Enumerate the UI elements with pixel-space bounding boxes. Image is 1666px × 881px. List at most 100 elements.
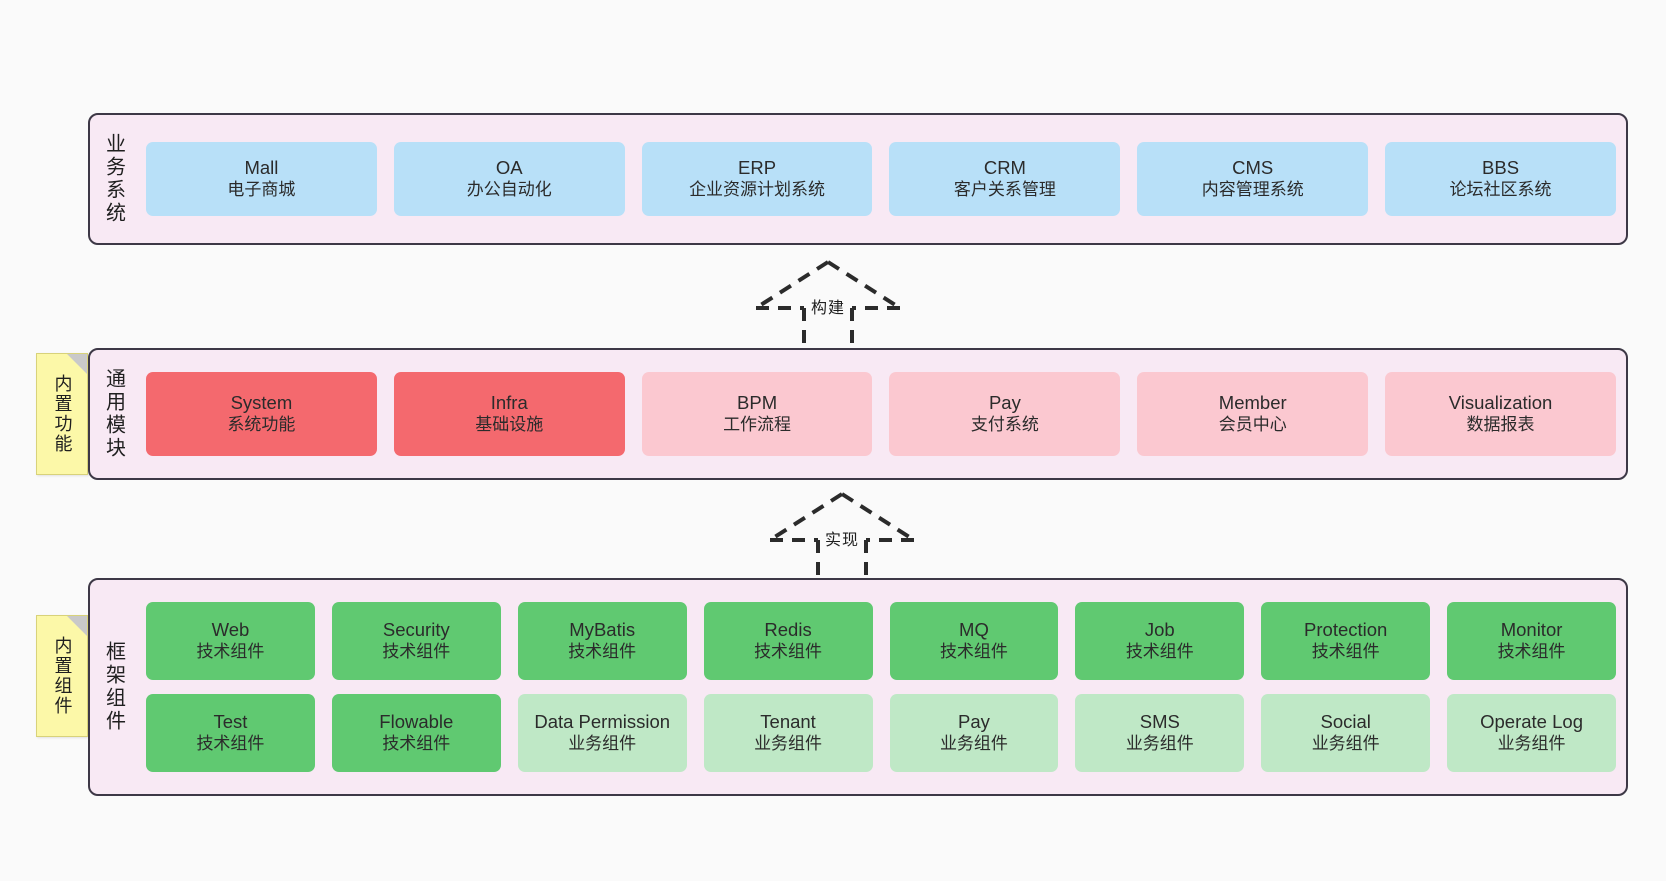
card-pay-component[interactable]: Pay 业务组件: [889, 694, 1059, 772]
card-subtitle: 企业资源计划系统: [689, 179, 826, 199]
card-title: BBS: [1482, 157, 1520, 179]
sticky-note-builtin-components: 内置组件: [36, 615, 88, 737]
card-tenant[interactable]: Tenant 业务组件: [703, 694, 873, 772]
card-subtitle: 技术组件: [1125, 641, 1194, 661]
card-erp[interactable]: ERP 企业资源计划系统: [641, 142, 873, 216]
folded-corner-icon: [67, 616, 87, 636]
card-operate-log[interactable]: Operate Log 业务组件: [1447, 694, 1616, 772]
sticky-note-builtin-functions: 内置功能: [36, 353, 88, 475]
card-subtitle: 技术组件: [382, 641, 451, 661]
generalization-arrow-icon: [768, 492, 916, 584]
card-title: Mall: [244, 157, 279, 179]
card-protection[interactable]: Protection 技术组件: [1261, 602, 1431, 680]
layer-title-business: 业务系统: [102, 133, 125, 225]
card-title: CRM: [983, 157, 1026, 179]
card-mybatis[interactable]: MyBatis 技术组件: [517, 602, 687, 680]
card-subtitle: 技术组件: [196, 641, 265, 661]
card-title: MyBatis: [569, 619, 636, 641]
card-data-permission[interactable]: Data Permission 业务组件: [517, 694, 687, 772]
layer-body-common: System 系统功能 Infra 基础设施 BPM 工作流程 Pay 支付系统…: [136, 350, 1626, 478]
card-oa[interactable]: OA 办公自动化: [393, 142, 625, 216]
card-title: Test: [213, 711, 248, 733]
card-title: Flowable: [379, 711, 454, 733]
card-subtitle: 业务组件: [1497, 733, 1566, 753]
card-member[interactable]: Member 会员中心: [1137, 372, 1369, 456]
card-title: Tenant: [760, 711, 816, 733]
card-title: Protection: [1304, 619, 1388, 641]
card-system[interactable]: System 系统功能: [146, 372, 377, 456]
card-title: Infra: [490, 392, 528, 414]
card-subtitle: 论坛社区系统: [1449, 179, 1552, 199]
card-mq[interactable]: MQ 技术组件: [889, 602, 1059, 680]
card-subtitle: 技术组件: [1497, 641, 1566, 661]
connector-implement: 实现: [762, 490, 922, 586]
folded-corner-icon: [67, 354, 87, 374]
card-subtitle: 业务组件: [1311, 733, 1380, 753]
card-title: ERP: [738, 157, 777, 179]
card-monitor[interactable]: Monitor 技术组件: [1447, 602, 1616, 680]
card-subtitle: 内容管理系统: [1201, 179, 1304, 199]
card-pay-module[interactable]: Pay 支付系统: [889, 372, 1121, 456]
card-title: Social: [1320, 711, 1371, 733]
card-subtitle: 技术组件: [939, 641, 1008, 661]
card-subtitle: 系统功能: [227, 414, 296, 434]
card-subtitle: 技术组件: [754, 641, 823, 661]
card-crm[interactable]: CRM 客户关系管理: [889, 142, 1121, 216]
sticky-note-label: 内置组件: [52, 636, 73, 716]
card-subtitle: 基础设施: [475, 414, 544, 434]
card-flowable[interactable]: Flowable 技术组件: [331, 694, 501, 772]
card-title: Monitor: [1500, 619, 1563, 641]
connector-label: 构建: [810, 300, 846, 317]
connector-label: 实现: [824, 532, 860, 549]
card-title: Job: [1144, 619, 1175, 641]
card-social[interactable]: Social 业务组件: [1261, 694, 1431, 772]
card-mall[interactable]: Mall 电子商城: [146, 142, 377, 216]
framework-row-business: Test 技术组件 Flowable 技术组件 Data Permission …: [146, 694, 1616, 772]
card-title: Member: [1218, 392, 1287, 414]
card-sms[interactable]: SMS 业务组件: [1075, 694, 1245, 772]
card-test[interactable]: Test 技术组件: [146, 694, 315, 772]
card-infra[interactable]: Infra 基础设施: [393, 372, 625, 456]
card-title: MQ: [959, 619, 989, 641]
card-bpm[interactable]: BPM 工作流程: [641, 372, 873, 456]
card-title: SMS: [1139, 711, 1180, 733]
card-title: Data Permission: [534, 711, 671, 733]
card-subtitle: 技术组件: [382, 733, 451, 753]
card-subtitle: 业务组件: [1125, 733, 1194, 753]
card-job[interactable]: Job 技术组件: [1075, 602, 1245, 680]
layer-panel-common-modules: 通用模块 System 系统功能 Infra 基础设施 BPM 工作流程 Pay…: [88, 348, 1628, 480]
card-title: OA: [495, 157, 523, 179]
card-subtitle: 技术组件: [196, 733, 265, 753]
card-subtitle: 数据报表: [1466, 414, 1535, 434]
card-subtitle: 工作流程: [723, 414, 792, 434]
business-row: Mall 电子商城 OA 办公自动化 ERP 企业资源计划系统 CRM 客户关系…: [146, 142, 1616, 216]
generalization-arrow-icon: [754, 260, 902, 352]
layer-title-framework: 框架组件: [102, 641, 125, 733]
card-subtitle: 业务组件: [939, 733, 1008, 753]
card-redis[interactable]: Redis 技术组件: [703, 602, 873, 680]
connector-build: 构建: [748, 258, 908, 354]
card-visualization[interactable]: Visualization 数据报表: [1385, 372, 1616, 456]
card-subtitle: 办公自动化: [466, 179, 552, 199]
card-subtitle: 技术组件: [1311, 641, 1380, 661]
card-title: Operate Log: [1480, 711, 1583, 733]
card-subtitle: 业务组件: [568, 733, 637, 753]
card-subtitle: 业务组件: [754, 733, 823, 753]
card-title: Visualization: [1448, 392, 1553, 414]
card-title: BPM: [737, 392, 778, 414]
card-title: Web: [211, 619, 250, 641]
card-security[interactable]: Security 技术组件: [331, 602, 501, 680]
card-web[interactable]: Web 技术组件: [146, 602, 315, 680]
card-bbs[interactable]: BBS 论坛社区系统: [1385, 142, 1616, 216]
card-subtitle: 技术组件: [568, 641, 637, 661]
layer-title-common: 通用模块: [102, 368, 125, 460]
layer-panel-framework: 框架组件 Web 技术组件 Security 技术组件 MyBatis 技术组件…: [88, 578, 1628, 796]
card-cms[interactable]: CMS 内容管理系统: [1137, 142, 1369, 216]
card-subtitle: 会员中心: [1218, 414, 1287, 434]
common-row: System 系统功能 Infra 基础设施 BPM 工作流程 Pay 支付系统…: [146, 372, 1616, 456]
layer-panel-business: 业务系统 Mall 电子商城 OA 办公自动化 ERP 企业资源计划系统 CRM…: [88, 113, 1628, 245]
card-subtitle: 客户关系管理: [953, 179, 1056, 199]
card-title: Redis: [764, 619, 812, 641]
card-title: Pay: [957, 711, 990, 733]
